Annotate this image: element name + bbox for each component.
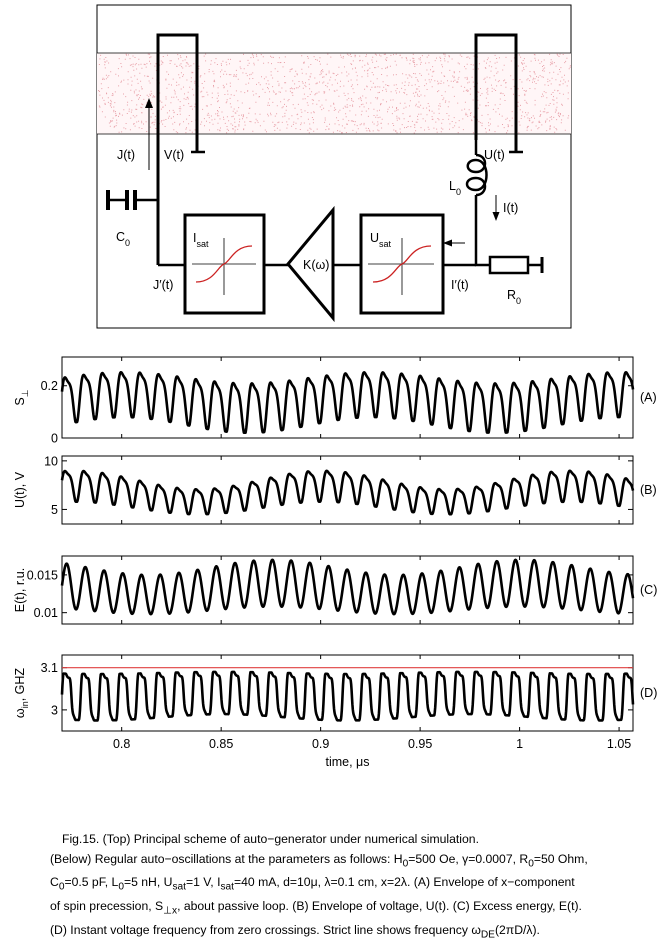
caption-line-1: Fig.15. (Top) Principal scheme of auto−g… [62, 832, 479, 846]
x-tick-label: 0.85 [209, 737, 233, 751]
schematic-frame [96, 4, 572, 329]
label-ip: I′(t) [451, 278, 469, 292]
label-c0: C0 [116, 230, 130, 248]
x-tick-label: 0.95 [408, 737, 432, 751]
series-line [60, 370, 635, 435]
usat-sat-curve-icon [368, 238, 434, 295]
y-tick-label: 0.01 [34, 606, 58, 620]
y-tick-label: 5 [51, 503, 58, 517]
caption-line-2: (Below) Regular auto−oscillations at the… [50, 851, 588, 869]
series-line [60, 670, 635, 722]
schematic [96, 4, 572, 329]
label-k: K(ω) [303, 258, 329, 272]
y-tick-label: 3 [51, 703, 58, 717]
x-tick-label: 0.9 [312, 737, 329, 751]
capacitor-c0 [106, 190, 158, 210]
y-axis-label: ωin, GHZ [13, 668, 30, 718]
y-tick-label: 0.015 [27, 568, 58, 582]
caption-line-5: (D) Instant voltage frequency from zero … [50, 923, 540, 941]
y-axis-label: U(t), V [13, 471, 27, 508]
panel-b: 5 10U(t), V (B) [13, 454, 657, 525]
x-tick-label: 1.05 [607, 737, 631, 751]
figure-caption: Fig.15. (Top) Principal scheme of auto−g… [50, 830, 665, 945]
label-j: J(t) [117, 148, 135, 162]
passive-loop [156, 33, 199, 265]
label-isat: Isat [193, 231, 209, 249]
y-axis-label: S⊥ [13, 389, 30, 405]
isat-sat-curve-icon [192, 238, 256, 295]
panel-label: (B) [640, 483, 657, 497]
caption-line-4: of spin precession, S⊥x, about passive l… [50, 899, 582, 917]
x-axis-label: time, μs [325, 755, 369, 769]
ferrite-film [97, 52, 571, 135]
panel-a: 0 0.2S⊥ (A) [13, 356, 657, 446]
label-v: V(t) [164, 148, 184, 162]
label-jp: J′(t) [153, 278, 173, 292]
y-tick-label: 3.1 [41, 661, 58, 675]
series-line [60, 469, 635, 516]
panel-label: (D) [640, 686, 657, 700]
panel-label: (A) [640, 391, 657, 405]
x-tick-label: 1 [516, 737, 523, 751]
resistor-r0 [488, 255, 544, 275]
schematic-labels: J(t) V(t) U(t) L0 I(t) C0 Isat K(ω) Usat… [116, 148, 521, 306]
active-loop [474, 33, 518, 152]
panel-label: (C) [640, 583, 657, 597]
x-tick-label: 0.8 [113, 737, 130, 751]
y-tick-label: 0 [51, 432, 58, 446]
figure: J(t) V(t) U(t) L0 I(t) C0 Isat K(ω) Usat… [13, 4, 657, 769]
panel-d: 3 3.1 0.8 0.85 0.9 0.95 1 1.05 time, μs ωin, GHZ (… [13, 654, 657, 769]
plot-frame [61, 356, 634, 439]
label-u: U(t) [484, 148, 505, 162]
y-tick-label: 10 [44, 454, 58, 468]
y-axis-label: E(t), r.u. [13, 568, 27, 612]
series-line [60, 558, 635, 616]
caption-line-3: C0=0.5 pF, L0=5 nH, Usat=1 V, Isat=40 mA… [50, 875, 575, 893]
label-r0: R0 [507, 288, 521, 306]
label-usat: Usat [370, 231, 392, 249]
label-l0: L0 [449, 179, 461, 197]
film-texture [98, 53, 571, 134]
y-tick-label: 0.2 [41, 379, 58, 393]
label-i: I(t) [503, 201, 518, 215]
